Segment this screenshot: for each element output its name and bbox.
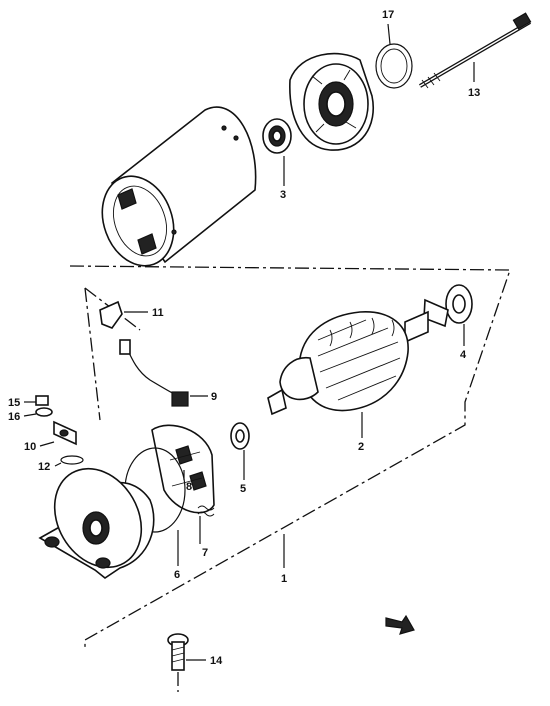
brush-spring [197, 505, 215, 517]
label-9: 9 [211, 391, 217, 403]
armature [267, 298, 449, 416]
label-13: 13 [468, 87, 480, 99]
terminal-insulator [53, 420, 77, 446]
carbon-brush [119, 339, 189, 407]
label-3: 3 [280, 189, 286, 201]
label-17: 17 [382, 9, 394, 21]
label-4: 4 [460, 349, 467, 361]
leader-lines [23, 23, 475, 661]
thrust-washer [445, 284, 473, 324]
through-bolt [418, 12, 532, 89]
front-arrow-icon [385, 614, 415, 635]
label-12: 12 [38, 461, 50, 473]
terminal-o-ring [60, 455, 84, 465]
label-6: 6 [174, 569, 180, 581]
brush-plate [151, 424, 215, 514]
front-housing [289, 52, 374, 151]
terminal-washer [35, 407, 53, 417]
label-7: 7 [202, 547, 208, 559]
end-cover-bolt [167, 633, 189, 692]
label-11: 11 [152, 307, 164, 319]
small-washer [230, 422, 250, 450]
label-14: 14 [210, 655, 223, 667]
brush-holder-clip [99, 300, 123, 329]
label-5: 5 [240, 483, 246, 495]
oil-seal [262, 118, 292, 154]
label-8: 8 [186, 481, 192, 493]
label-15: 15 [8, 397, 20, 409]
label-10: 10 [24, 441, 36, 453]
rear-end-cover [38, 467, 155, 579]
yoke-case [101, 106, 257, 267]
label-1: 1 [281, 573, 287, 585]
part-number-labels: 17 13 3 4 2 5 11 9 15 16 10 12 8 6 7 1 1… [8, 9, 480, 667]
label-16: 16 [8, 411, 20, 423]
label-2: 2 [358, 441, 364, 453]
o-ring-top [375, 43, 413, 89]
terminal-nut [35, 395, 49, 406]
